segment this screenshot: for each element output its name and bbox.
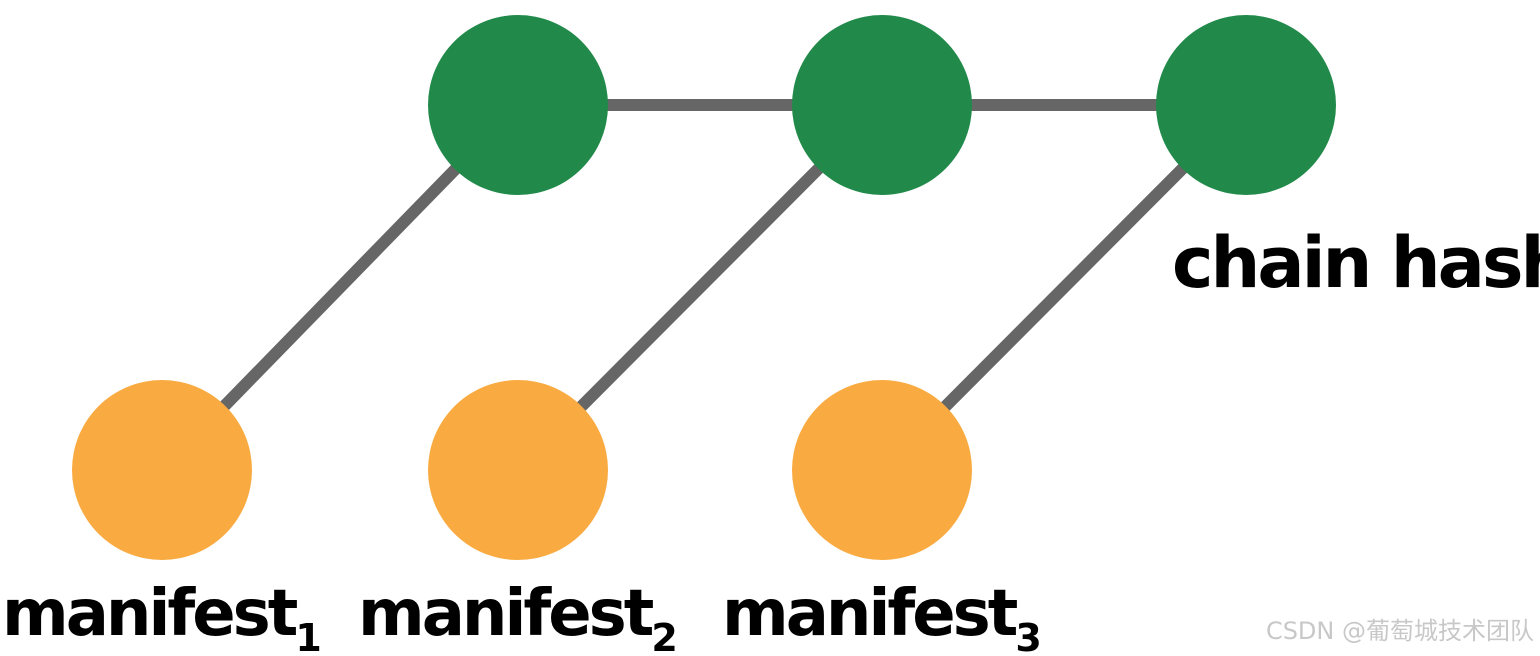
chain-node-2 (792, 15, 972, 195)
manifest-label-3: manifest3 (722, 577, 1039, 656)
chain-hash-label: chain hash (1172, 222, 1540, 304)
chain-node-1 (428, 15, 608, 195)
manifest-node-3 (792, 380, 972, 560)
manifest-label-1-subscript: 1 (295, 616, 319, 656)
manifest-label-2-text: manifest (358, 577, 654, 651)
manifest-node-1 (72, 380, 252, 560)
manifest-label-3-subscript: 3 (1015, 616, 1039, 656)
manifest-label-1-text: manifest (2, 577, 298, 651)
manifest-node-2 (428, 380, 608, 560)
manifest-label-3-text: manifest (722, 577, 1018, 651)
chain-node-3 (1156, 15, 1336, 195)
watermark: CSDN @葡萄城技术团队 (1265, 617, 1534, 645)
manifest-label-1: manifest1 (2, 577, 319, 656)
manifest-label-2-subscript: 2 (651, 616, 675, 656)
manifest-label-2: manifest2 (358, 577, 675, 656)
